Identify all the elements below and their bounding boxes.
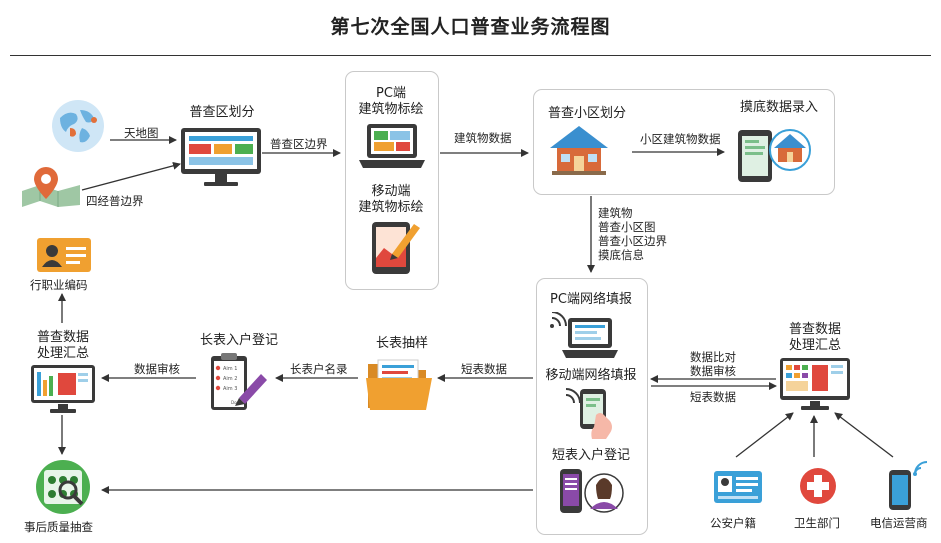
node-short-register-label: 短表入户登记 [551, 448, 630, 463]
clipboard-icon: Aim 1 Aim 2 Aim 3 Done [211, 353, 267, 410]
edge-building-data-label: 建筑物数据 [454, 131, 512, 145]
quality-check-icon [36, 460, 90, 514]
folder-icon [366, 359, 432, 410]
edge-short-data-label: 短表数据 [461, 362, 507, 376]
node-police-label: 公安户籍 [710, 516, 756, 530]
edge-xiaoqu-building-data-label: 小区建筑物数据 [640, 132, 721, 146]
node-processing-right-label: 普查数据 处理汇总 [788, 322, 841, 353]
node-quality-label: 事后质量抽查 [24, 520, 93, 534]
node-quhuafen-label: 普查区划分 [189, 105, 255, 120]
edge-quhua-boundary-label: 普查区边界 [270, 137, 328, 151]
edge-data-review-label: 数据审核 [134, 362, 180, 376]
map-pin-icon [22, 167, 80, 207]
medical-cross-icon [800, 468, 836, 504]
node-mobile-fill-label: 移动端网络填报 [545, 368, 637, 383]
person-phone-icon [560, 469, 624, 513]
telecom-phone-icon [889, 461, 928, 510]
node-occupation-label: 行职业编码 [30, 278, 88, 292]
checklist-item-2: Aim 2 [223, 376, 237, 382]
node-xiaoqu-label: 普查小区划分 [548, 106, 627, 121]
title-divider [10, 55, 931, 56]
monitor-dashboard-icon [780, 358, 850, 410]
edge-long-list-label: 长表户名录 [290, 362, 348, 376]
id-card-icon [37, 238, 91, 272]
node-sijing-label: 四经普边界 [86, 194, 144, 208]
arrow-telecom-to-right [834, 412, 894, 458]
tablet-pen-icon [372, 222, 420, 274]
node-processing-left-label: 普查数据 处理汇总 [36, 330, 89, 361]
node-tianditu-label: 天地图 [124, 126, 159, 140]
node-mobile-building-label: 移动端 建筑物标绘 [358, 184, 424, 215]
edge-down-info-label: 建筑物 普查小区图 普查小区边界 摸底信息 [598, 206, 667, 262]
monitor-chart-icon [31, 365, 95, 413]
checklist-item-3: Aim 3 [223, 386, 237, 392]
monitor-icon [181, 128, 261, 186]
police-card-icon [714, 471, 762, 503]
arrow-sijing-to-quhua [81, 161, 181, 191]
edge-short-data-right-label: 短表数据 [690, 390, 736, 404]
phone-house-icon [738, 129, 811, 182]
diagram-title: 第七次全国人口普查业务流程图 [330, 16, 611, 38]
laptop-icon [359, 124, 425, 168]
node-telecom-label: 电信运营商 [870, 516, 928, 530]
node-sampling-label: 长表抽样 [375, 336, 428, 351]
globe-icon [52, 100, 104, 152]
arrow-police-to-right [735, 412, 794, 458]
edge-compare-review-label: 数据比对 数据审核 [690, 350, 736, 378]
node-modi-label: 摸底数据录入 [740, 100, 819, 115]
house-icon [550, 126, 608, 175]
node-long-register-label: 长表入户登记 [199, 333, 278, 348]
node-health-label: 卫生部门 [794, 516, 840, 530]
laptop-signal-icon [550, 312, 618, 358]
node-pc-building-label: PC端 建筑物标绘 [358, 86, 424, 117]
node-pc-fill-label: PC端网络填报 [550, 292, 632, 307]
checklist-item-4: Done [231, 400, 242, 405]
phone-hand-icon [565, 388, 612, 439]
checklist-item-1: Aim 1 [223, 366, 237, 372]
